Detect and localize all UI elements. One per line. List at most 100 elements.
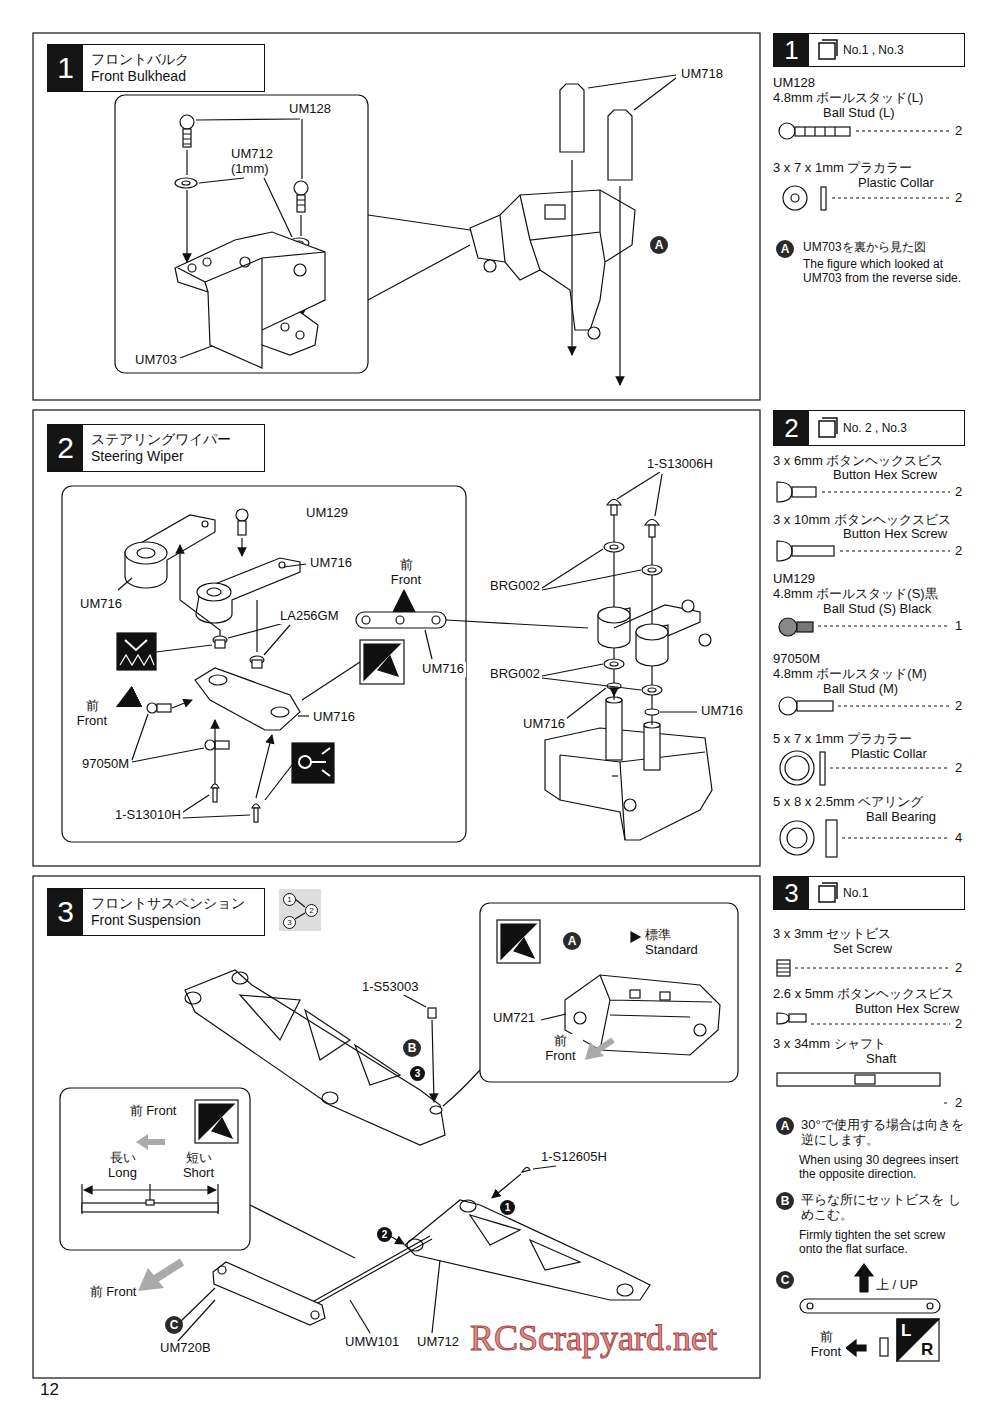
front-suspension-part	[240, 995, 400, 1085]
step-number: 3	[48, 889, 83, 935]
front-suspension-part	[178, 1300, 215, 1341]
spec-text: UM128	[773, 76, 815, 91]
front-suspension-part	[298, 1236, 430, 1310]
front-suspension-part	[402, 994, 426, 1007]
steering-wiper-inset-part	[356, 612, 446, 628]
front-bulkhead-inset-part	[199, 178, 292, 237]
step-title: フロントサスペンション Front Suspension	[83, 892, 263, 932]
parts-list-part	[791, 194, 799, 202]
quantity: 1	[955, 619, 962, 634]
shaft-inset-part	[146, 1200, 154, 1205]
callout-letter: B	[403, 1039, 421, 1057]
steering-wiper-assembly-part	[606, 700, 622, 760]
parts-list-part	[779, 123, 795, 139]
manual-icon	[817, 39, 839, 61]
parts-list-part	[777, 964, 790, 972]
sequence-icon	[279, 889, 321, 931]
steering-wiper-assembly-part	[560, 752, 705, 840]
mount-inset-part	[630, 990, 640, 998]
quantity: 2	[955, 191, 962, 206]
spec-text: 97050M	[773, 652, 820, 667]
steering-wiper-inset-part	[311, 748, 330, 776]
steering-wiper-assembly-part	[699, 634, 711, 646]
mount-inset-part	[574, 1012, 586, 1024]
front-bulkhead-reverse-part	[588, 327, 600, 339]
step-title: No. 2 , No.3	[839, 418, 913, 438]
mount-inset-part	[443, 1070, 480, 1106]
lr-mark	[897, 1319, 939, 1361]
mount-inset-part	[631, 932, 640, 942]
parts-list-part	[807, 1303, 813, 1309]
spec-text: 上 / UP	[876, 1278, 918, 1293]
shaft-inset-part	[150, 1189, 216, 1190]
steering-wiper-assembly	[542, 472, 712, 840]
parts-list-part	[780, 821, 814, 855]
shaft-inset-part	[199, 1104, 234, 1139]
front-bulkhead-inset-part	[203, 258, 211, 266]
steering-wiper-assembly-part	[545, 728, 712, 840]
front-suspension-part	[232, 972, 248, 984]
parts-list-part	[779, 618, 797, 636]
step-title-box: 1フロントバルク Front Bulkhead	[47, 44, 265, 92]
parts-list-part	[805, 127, 835, 136]
quantity-leader-part	[944, 1103, 950, 1104]
part-label: UM716	[521, 717, 567, 732]
steering-wiper-assembly-part	[613, 690, 614, 696]
sequence-icon-part	[295, 899, 305, 919]
front-suspension-part	[430, 1106, 442, 1114]
parts-list-part	[777, 960, 790, 976]
front-bulkhead-reverse-part	[619, 186, 620, 385]
front-suspension-part	[432, 1020, 434, 1102]
sequence-number: 2	[305, 904, 318, 917]
step-title: No.1	[839, 883, 874, 903]
front-bulkhead-reverse-part	[560, 84, 584, 152]
steering-wiper-assembly-part	[542, 549, 641, 590]
note-text: UM703を裏から見た図	[803, 241, 926, 255]
part-label: UM718	[679, 67, 725, 82]
spec-text: Ball Bearing	[866, 810, 936, 825]
part-label: UM716	[308, 556, 354, 571]
front-suspension-part	[138, 1268, 164, 1291]
steering-wiper-inset-part	[202, 521, 208, 527]
mount-inset-part	[600, 975, 712, 1050]
steering-wiper-assembly-part	[542, 664, 641, 690]
front-bulkhead-inset-part	[297, 195, 305, 212]
shaft-inset-part	[60, 1088, 250, 1250]
lr-mark-letter: R	[921, 1340, 933, 1360]
parts-list-part	[927, 1303, 933, 1309]
quantity-leader-part	[811, 1024, 950, 1025]
part-label: UM712	[415, 1335, 461, 1350]
front-suspension-part	[185, 970, 445, 1145]
front-suspension-part	[533, 1166, 556, 1169]
steering-wiper-assembly-part	[642, 685, 662, 695]
steering-wiper-inset-part	[241, 538, 242, 556]
front-bulkhead-inset-part	[186, 150, 187, 175]
steering-wiper-inset-part	[236, 509, 248, 521]
steering-wiper-assembly-part	[648, 568, 656, 572]
spec-text: Plastic Collar	[858, 176, 934, 191]
shaft-inset-part	[136, 1134, 148, 1150]
spec-text: 4.8mm ボールスタッド(M)	[773, 667, 927, 682]
steering-wiper-assembly-part	[624, 799, 636, 811]
quantity-leader-part	[795, 968, 950, 969]
front-bulkhead-inset-part	[297, 200, 305, 205]
steering-wiper-assembly-part	[648, 688, 656, 692]
direction-label: 前 Front	[538, 1034, 583, 1064]
part-label: UM721	[491, 1011, 537, 1026]
quantity-leader-part	[830, 768, 950, 769]
steering-wiper-inset-part	[378, 656, 398, 676]
steering-wiper-inset-part	[125, 640, 147, 650]
steering-wiper-inset-part	[213, 788, 217, 802]
spec-text: 3 x 10mm ボタンヘックスビス	[773, 513, 951, 528]
panel-frame-part	[33, 410, 760, 866]
steering-wiper-inset-part	[396, 616, 404, 624]
mount-inset-part	[541, 1014, 566, 1020]
parts-list-part	[777, 1073, 940, 1086]
front-bulkhead-reverse-part	[545, 205, 565, 219]
steering-wiper-assembly-part	[645, 520, 659, 526]
steering-wiper-inset-part	[432, 616, 440, 624]
step-number: 1	[774, 34, 809, 66]
step-number: 1	[48, 45, 83, 91]
manual-icon-outline	[819, 418, 837, 437]
part-label: 97050M	[80, 757, 131, 772]
